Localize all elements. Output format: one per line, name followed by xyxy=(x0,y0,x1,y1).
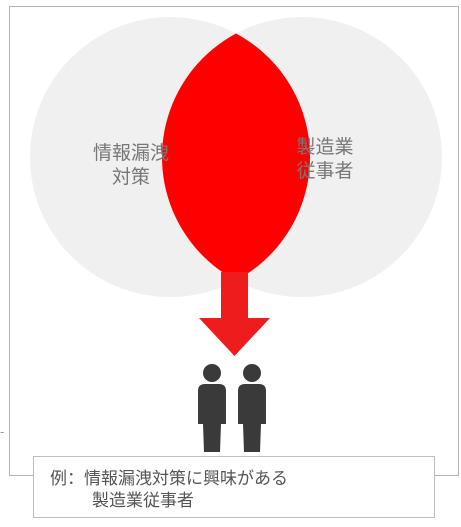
down-arrow-icon xyxy=(199,272,270,356)
caption-line-2: 製造業従事者 xyxy=(92,491,194,511)
frame-tick-mark: - xyxy=(0,425,5,439)
venn-intersection xyxy=(162,17,310,297)
caption-box: 例：情報漏洩対策に興味がある 製造業従事者 xyxy=(33,456,435,518)
caption-line-1: 例：情報漏洩対策に興味がある xyxy=(50,469,288,489)
people-icon xyxy=(198,364,266,452)
venn-label-right: 製造業 従事者 xyxy=(296,136,354,182)
venn-label-left: 情報漏洩 対策 xyxy=(92,142,169,188)
person-icon xyxy=(238,364,266,452)
person-icon xyxy=(198,364,226,452)
